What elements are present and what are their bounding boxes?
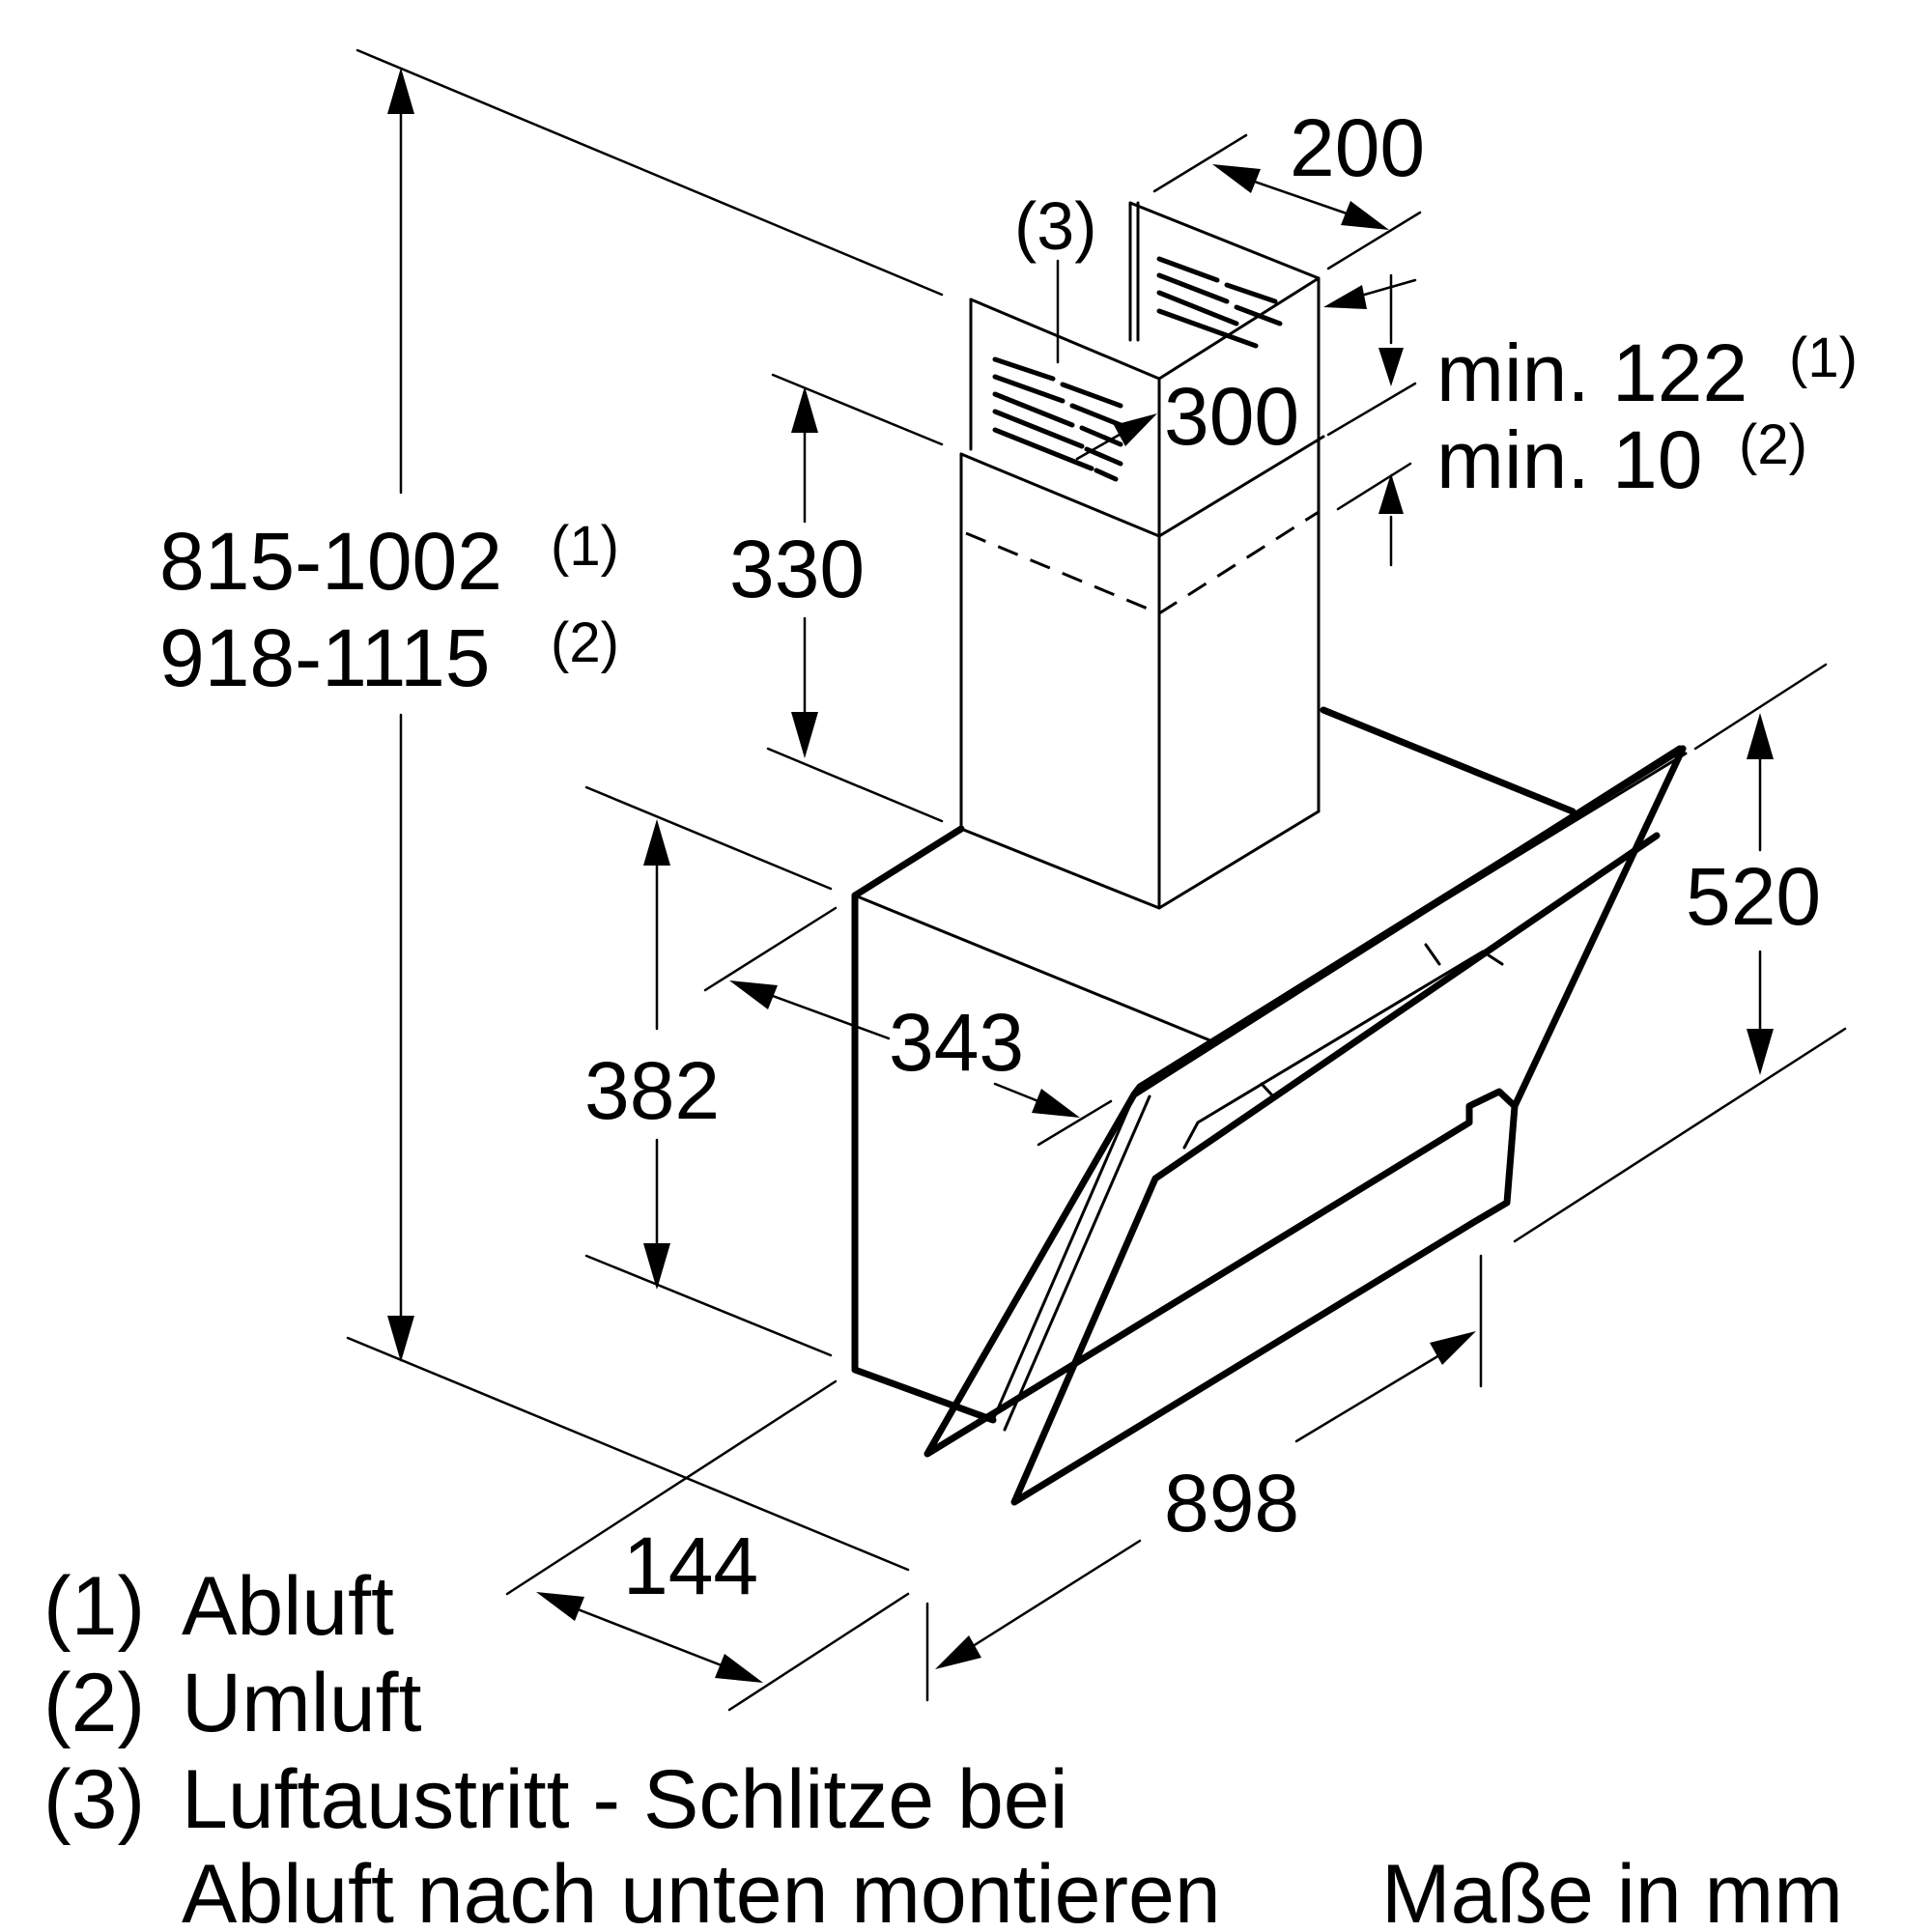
width-label: 898 bbox=[1164, 1458, 1299, 1548]
min-exhaust-note: (1) bbox=[1789, 327, 1858, 389]
dimension-lines bbox=[387, 68, 1774, 1683]
min-exhaust-label: min. 122 bbox=[1436, 327, 1747, 418]
glass-offset-label: 144 bbox=[623, 1520, 758, 1611]
front-height-label: 520 bbox=[1686, 851, 1821, 942]
legend: (1) Abluft (2) Umluft (3) Luftaustritt -… bbox=[43, 1560, 1843, 1932]
legend-text-1: Abluft bbox=[182, 1560, 394, 1653]
legend-text-2: Umluft bbox=[182, 1657, 422, 1749]
hood-outline bbox=[851, 201, 1688, 1506]
total-height-exhaust-label: 815-1002 bbox=[159, 516, 502, 607]
legend-marker-1: (1) bbox=[43, 1560, 145, 1653]
total-height-exhaust-note: (1) bbox=[551, 515, 619, 578]
legend-marker-3: (3) bbox=[43, 1753, 145, 1846]
legend-continuation: Abluft nach unten montieren bbox=[182, 1848, 1221, 1932]
chimney-width-label: 200 bbox=[1290, 102, 1425, 193]
total-height-recirc-note: (2) bbox=[551, 611, 619, 674]
total-height-recirc-label: 918-1115 bbox=[159, 612, 491, 703]
air-outlet-slots bbox=[992, 256, 1283, 482]
min-recirc-note: (2) bbox=[1739, 413, 1807, 476]
chimney-upper-height-label: 330 bbox=[729, 524, 865, 614]
units-note: Maße in mm bbox=[1381, 1848, 1843, 1932]
extension-lines bbox=[346, 48, 1847, 1712]
body-depth-label: 343 bbox=[889, 997, 1024, 1088]
legend-text-3: Luftaustritt - Schlitze bei bbox=[182, 1753, 1068, 1846]
min-recirc-label: min. 10 bbox=[1436, 414, 1702, 505]
slot-marker-label: (3) bbox=[1014, 188, 1097, 264]
body-height-label: 382 bbox=[584, 1045, 720, 1136]
legend-marker-2: (2) bbox=[43, 1657, 145, 1749]
chimney-depth-label: 300 bbox=[1164, 371, 1299, 462]
